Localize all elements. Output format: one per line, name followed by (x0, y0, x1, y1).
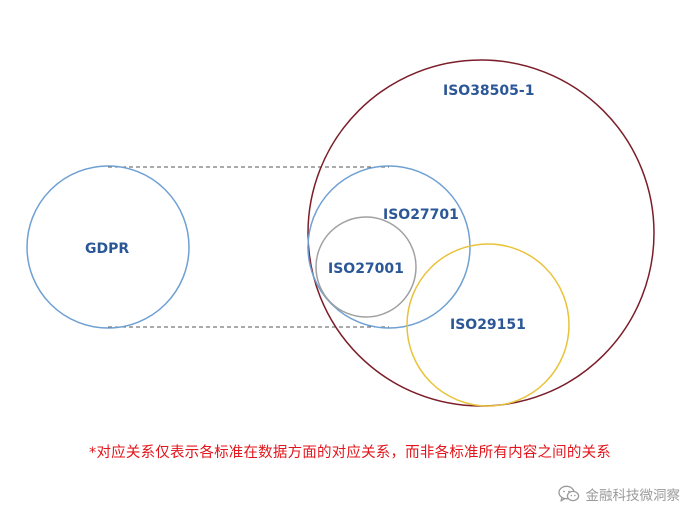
footnote-text: *对应关系仅表示各标准在数据方面的对应关系，而非各标准所有内容之间的关系 (89, 445, 611, 461)
label-iso38505-1: ISO38505-1 (443, 83, 534, 99)
label-iso29151: ISO29151 (450, 317, 526, 333)
circle-iso38505-1 (307, 59, 655, 407)
label-gdpr: GDPR (85, 241, 129, 257)
circle-gdpr (26, 165, 190, 329)
label-iso27701: ISO27701 (383, 207, 459, 223)
wechat-icon (557, 485, 580, 503)
circle-iso27001 (315, 216, 417, 318)
label-iso27001: ISO27001 (328, 261, 404, 277)
watermark-text: 金融科技微洞察 (585, 488, 681, 504)
circle-iso27701 (307, 165, 471, 329)
watermark: 金融科技微洞察 (557, 484, 681, 504)
circle-iso29151 (406, 243, 570, 407)
